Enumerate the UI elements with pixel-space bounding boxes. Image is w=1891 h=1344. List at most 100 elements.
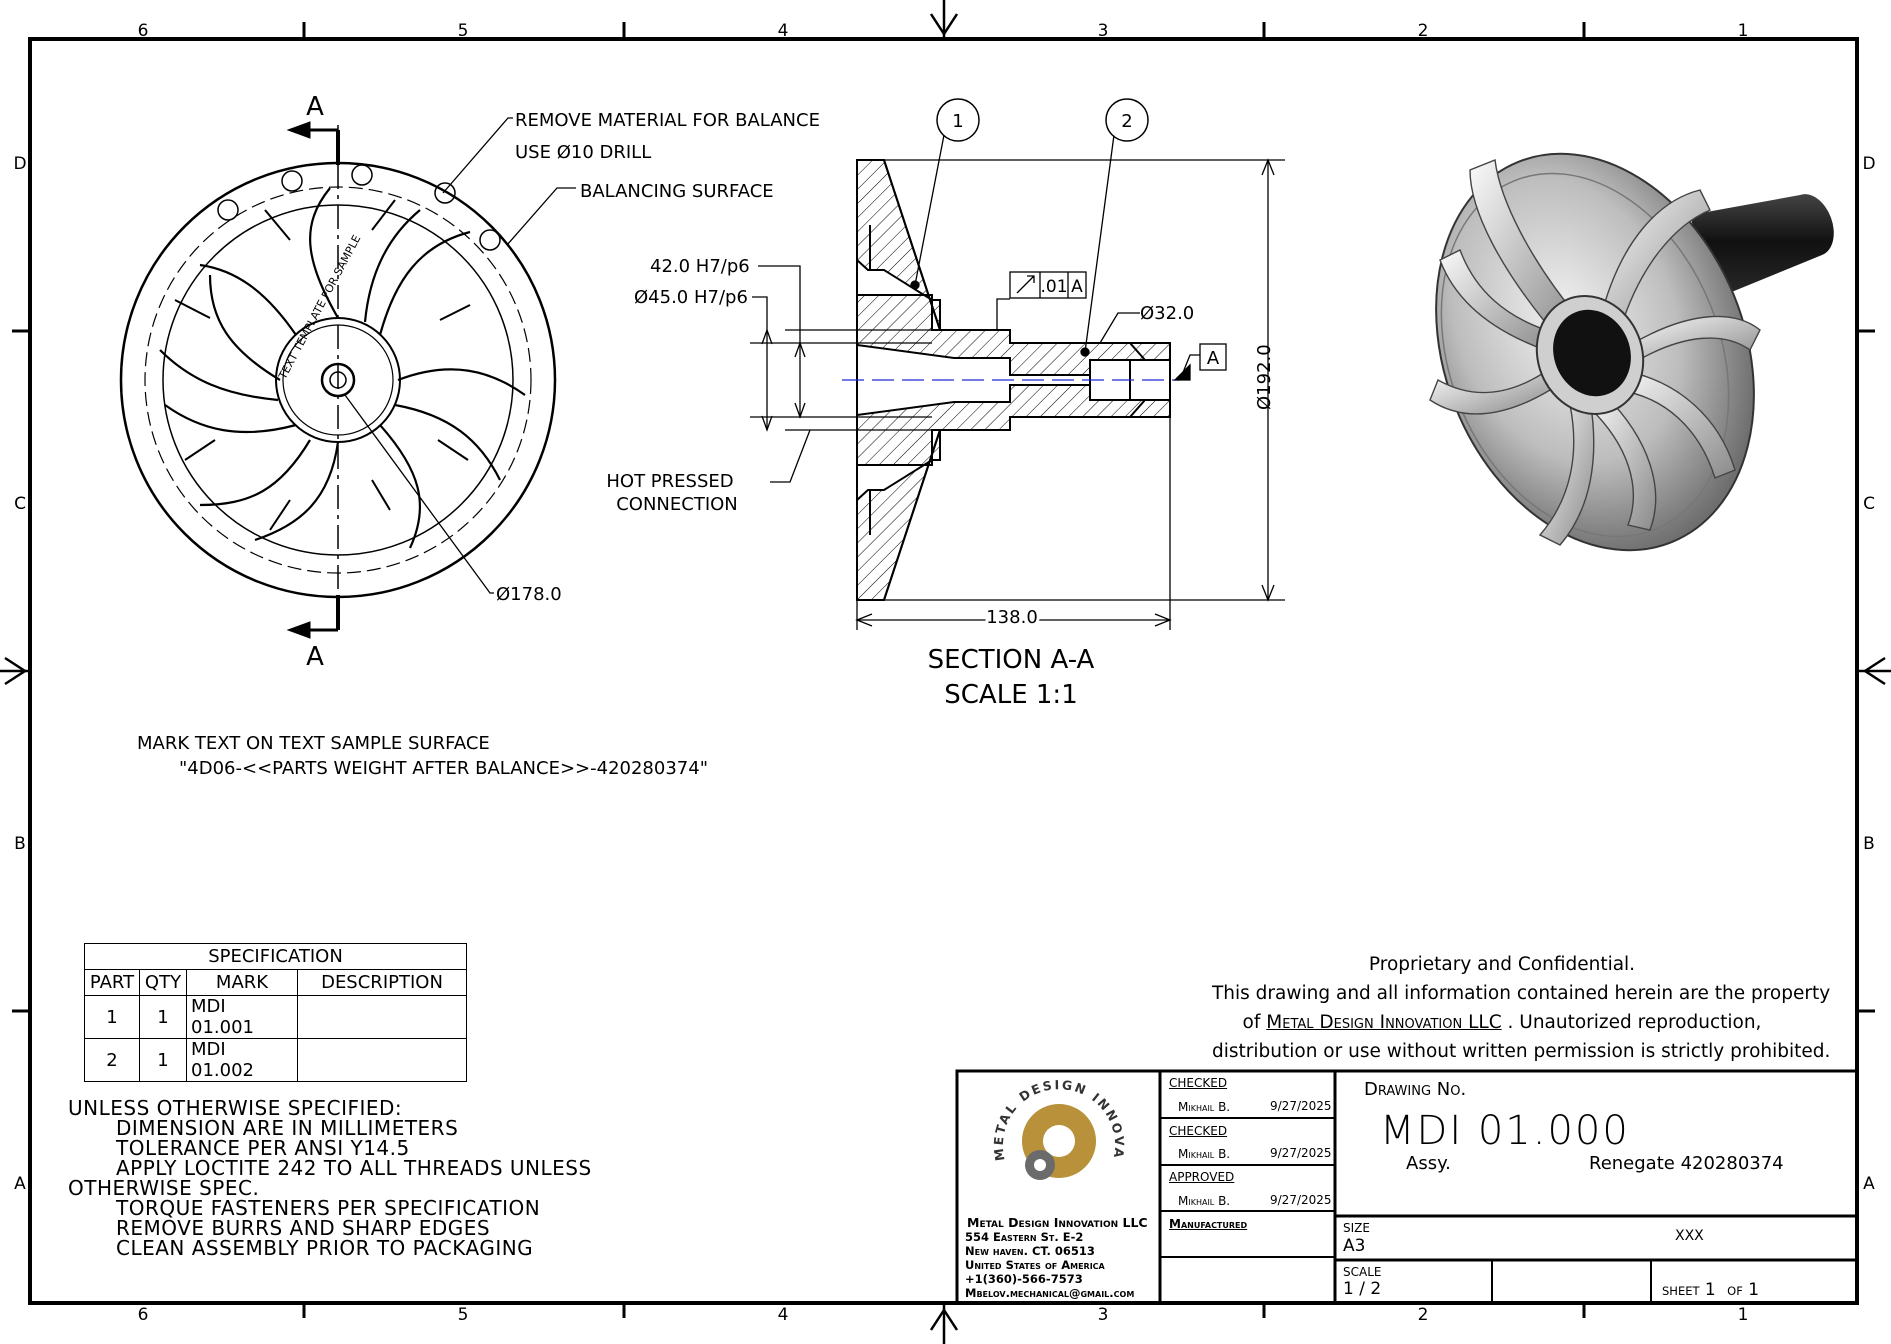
- scale-label: SCALE: [1343, 1265, 1382, 1279]
- approved-name: Mikhail B.: [1178, 1194, 1231, 1208]
- spec-header: MARK: [186, 969, 298, 996]
- svg-text:2: 2: [1121, 111, 1132, 132]
- svg-text:A: A: [1207, 348, 1220, 369]
- section-title: SECTION A-A: [928, 645, 1095, 675]
- proprietary-line: of Metal Design Innovation LLC . Unautor…: [1242, 1012, 1762, 1033]
- isometric-view: [1429, 152, 1834, 552]
- drawing-scale: 1 / 2: [1343, 1279, 1382, 1299]
- sheet-info: SHEET 1 OF 1: [1662, 1280, 1759, 1300]
- balloon-2: 2: [1105, 98, 1149, 142]
- table-row: 2 1 MDI 01.002: [84, 1038, 467, 1082]
- spec-title: SPECIFICATION: [84, 943, 467, 970]
- general-note: DIMENSION ARE IN MILLIMETERS: [116, 1116, 459, 1140]
- general-notes: UNLESS OTHERWISE SPECIFIED: DIMENSION AR…: [68, 1098, 592, 1258]
- zone-row-label: A: [14, 1174, 26, 1194]
- section-scale: SCALE 1:1: [944, 680, 1077, 710]
- dim-outer: Ø192.0: [1254, 344, 1275, 410]
- mark-note-line1: MARK TEXT ON TEXT SAMPLE SURFACE: [137, 733, 490, 754]
- zone-col-label: 5: [458, 21, 469, 41]
- spec-header: QTY: [139, 969, 187, 996]
- dim-length: 138.0: [986, 607, 1038, 628]
- zone-col-label: 4: [778, 1305, 789, 1325]
- general-note: UNLESS OTHERWISE SPECIFIED:: [68, 1096, 403, 1120]
- checked2-name: Mikhail B.: [1178, 1147, 1231, 1161]
- zone-col-label: 1: [1738, 1305, 1749, 1325]
- sheet-size: A3: [1343, 1236, 1366, 1256]
- specification-table: SPECIFICATION PART QTY MARK DESCRIPTION …: [84, 943, 467, 1082]
- zone-labels: 6 5 4 3 2 1 6 5 4 3 2 1 D C B A D C B A: [13, 21, 1875, 1325]
- proprietary-heading: Proprietary and Confidential.: [1368, 954, 1636, 975]
- proprietary-line: distribution or use without written perm…: [1212, 1041, 1831, 1062]
- table-row: 1 1 MDI 01.001: [84, 995, 467, 1039]
- section-mark-bottom: A: [306, 642, 324, 672]
- mark-note-line2: "4D06-<<PARTS WEIGHT AFTER BALANCE>>-420…: [179, 758, 708, 779]
- general-note: TOLERANCE PER ANSI Y14.5: [116, 1136, 410, 1160]
- zone-row-label: B: [14, 834, 26, 854]
- company-name: Metal Design Innovation LLC: [967, 1215, 1148, 1230]
- checked1-label: CHECKED: [1169, 1076, 1228, 1090]
- dim-bore: Ø32.0: [1140, 303, 1194, 324]
- company-address: Metal Design Innovation LLC 554 Eastern …: [965, 1215, 1148, 1301]
- checked1-date: 9/27/2025: [1270, 1099, 1332, 1113]
- datum-a-box: A: [1199, 343, 1227, 371]
- note-hot-pressed-2: CONNECTION: [616, 494, 738, 515]
- dim-front-diameter: Ø178.0: [496, 584, 562, 605]
- checked1-name: Mikhail B.: [1178, 1100, 1231, 1114]
- general-note: REMOVE BURRS AND SHARP EDGES: [116, 1216, 491, 1240]
- revision: XXX: [1675, 1228, 1704, 1244]
- manufactured-label: Manufactured: [1169, 1217, 1248, 1231]
- mark-note: MARK TEXT ON TEXT SAMPLE SURFACE "4D06-<…: [137, 731, 708, 781]
- zone-row-label: C: [1863, 494, 1875, 514]
- approved-label: APPROVED: [1169, 1170, 1235, 1184]
- zone-row-label: B: [1863, 834, 1875, 854]
- fit-dim-1: 42.0 H7/p6: [650, 256, 750, 277]
- zone-col-label: 6: [138, 1305, 149, 1325]
- general-note: OTHERWISE SPEC.: [68, 1176, 260, 1200]
- project-name: Renegate 420280374: [1589, 1153, 1784, 1174]
- zone-col-label: 5: [458, 1305, 469, 1325]
- checked2-date: 9/27/2025: [1270, 1146, 1332, 1160]
- front-view: [119, 117, 576, 639]
- note-remove-material: REMOVE MATERIAL FOR BALANCE: [515, 110, 820, 131]
- zone-row-label: C: [14, 494, 26, 514]
- svg-text:.01: .01: [1040, 277, 1067, 297]
- spec-header: PART: [84, 969, 140, 996]
- general-note: TORQUE FASTENERS PER SPECIFICATION: [116, 1196, 541, 1220]
- zone-col-label: 4: [778, 21, 789, 41]
- note-drill: USE Ø10 DRILL: [515, 142, 651, 163]
- zone-row-label: D: [13, 154, 26, 174]
- approved-date: 9/27/2025: [1270, 1193, 1332, 1207]
- section-dimensions: [750, 134, 1285, 630]
- zone-ticks: [12, 22, 1875, 1318]
- note-balancing-surface: BALANCING SURFACE: [580, 181, 774, 202]
- runout-frame: .01 A: [1009, 271, 1087, 299]
- proprietary-line: This drawing and all information contain…: [1212, 983, 1831, 1004]
- zone-col-label: 2: [1418, 1305, 1429, 1325]
- fit-dim-2: Ø45.0 H7/p6: [634, 287, 748, 308]
- sheet-number: 1: [1704, 1280, 1716, 1300]
- sheet-label: SHEET: [1662, 1284, 1700, 1298]
- section-mark-top: A: [306, 92, 324, 122]
- checked2-label: CHECKED: [1169, 1124, 1228, 1138]
- spec-header: DESCRIPTION: [297, 969, 467, 996]
- company-link: Metal Design Innovation LLC: [1266, 1012, 1502, 1033]
- general-note: CLEAN ASSEMBLY PRIOR TO PACKAGING: [116, 1236, 534, 1260]
- section-view: [842, 159, 1180, 601]
- drawing-number: MDI 01.000: [1380, 1108, 1630, 1154]
- size-label: SIZE: [1343, 1221, 1370, 1235]
- of-label: OF: [1727, 1284, 1743, 1298]
- drawing-type: Assy.: [1406, 1153, 1451, 1174]
- note-hot-pressed-1: HOT PRESSED: [606, 471, 733, 492]
- zone-row-label: D: [1862, 154, 1875, 174]
- svg-text:1: 1: [952, 111, 963, 132]
- zone-col-label: 6: [138, 21, 149, 41]
- balloon-1: 1: [936, 98, 980, 142]
- svg-text:A: A: [1071, 277, 1083, 297]
- runout-arrow-icon: [1016, 275, 1035, 294]
- zone-col-label: 3: [1098, 1305, 1109, 1325]
- zone-col-label: 2: [1418, 21, 1429, 41]
- proprietary-notice: Proprietary and Confidential. This drawi…: [1212, 950, 1831, 1066]
- general-note: APPLY LOCTITE 242 TO ALL THREADS UNLESS: [116, 1156, 592, 1180]
- zone-col-label: 1: [1738, 21, 1749, 41]
